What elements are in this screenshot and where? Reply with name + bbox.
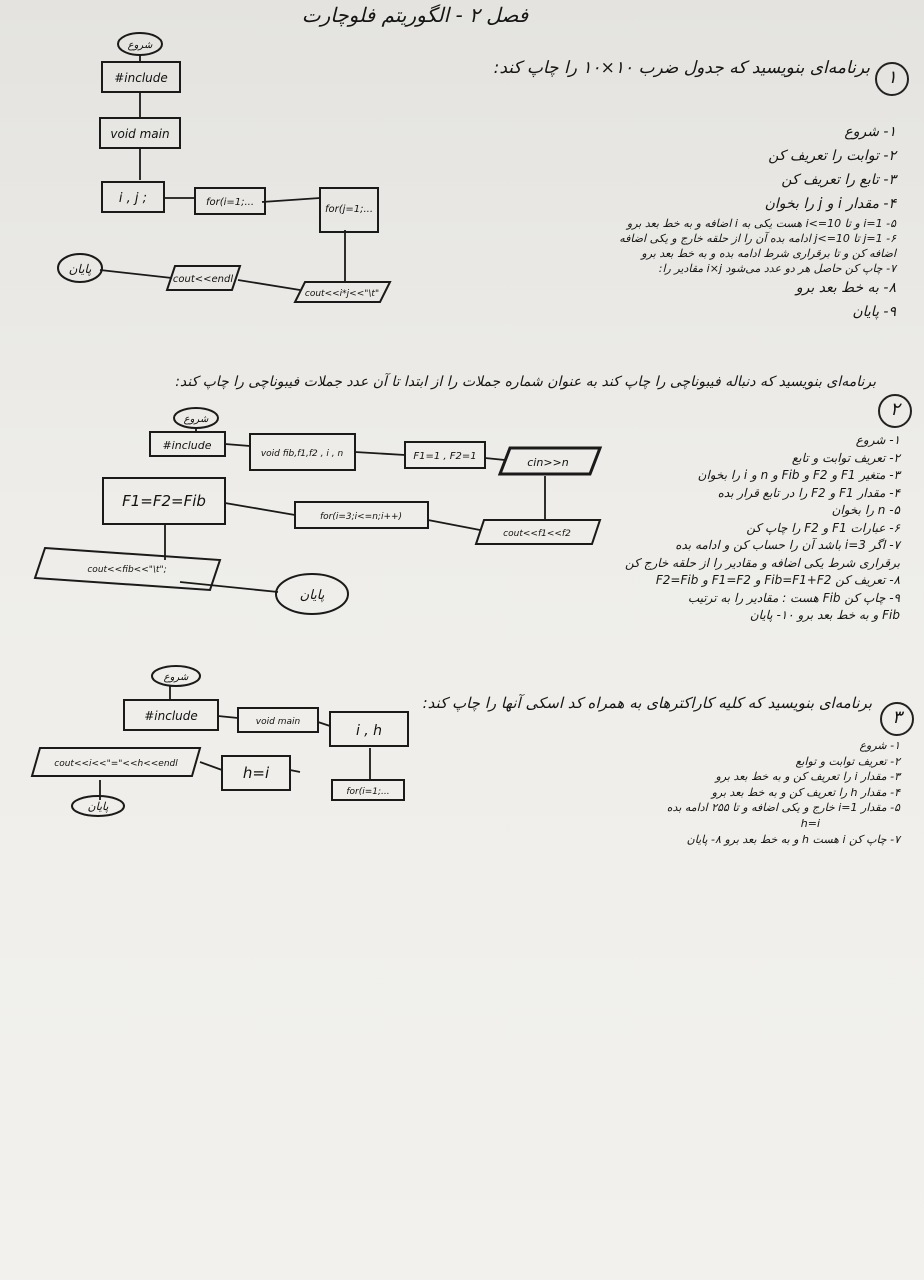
fc1-void-main-box bbox=[99, 117, 181, 149]
q2-step: ۷- اگر i=3 باشد آن را حساب کن و ادامه بد… bbox=[675, 538, 900, 552]
fc2-input-parallelogram bbox=[497, 446, 603, 476]
q1-step: ۹- پایان bbox=[852, 304, 896, 320]
fc2-connector bbox=[164, 428, 546, 593]
q3-step: ۳- مقدار i را تعریف کن و به خط بعد برو bbox=[715, 770, 900, 784]
fc3-print-parallelogram bbox=[30, 747, 202, 777]
q2-step: ۱- شروع bbox=[855, 433, 900, 447]
q2-step: ۶- عبارات F1 و F2 را چاپ کن bbox=[746, 520, 900, 535]
fc3-connector bbox=[99, 685, 371, 800]
fc3-start-terminal bbox=[151, 665, 201, 687]
fc1-newline-parallelogram bbox=[165, 265, 242, 291]
q1-step: ۱- شروع bbox=[844, 124, 896, 140]
q2-step: ۹- چاپ کن Fib هست : مقادیر را به ترتیب bbox=[687, 590, 900, 605]
fc2-declare-label: void fib,f1,f2 , i , n bbox=[261, 449, 344, 459]
fc3-end-label: پایان bbox=[88, 800, 109, 813]
fc1-loop-j-box bbox=[319, 187, 379, 233]
fc1-start-label: شروع bbox=[128, 40, 153, 51]
q1-step: ۷- چاپ کن حاصل هر دو عدد می‌شود i×j مقاد… bbox=[658, 262, 896, 275]
fc3-include-label: #include bbox=[144, 709, 198, 723]
question-3-number: ۳ bbox=[880, 702, 914, 736]
q2-step: Fib و به خط بعد برو ۱۰- پایان bbox=[749, 608, 900, 622]
fc3-assign-label: h=i bbox=[243, 764, 270, 782]
fc1-declare-label: i , j ; bbox=[119, 191, 147, 206]
fc2-loop-label: for(i=3;i<=n;i++) bbox=[320, 512, 402, 522]
q1-step: ۸- به خط بعد برو bbox=[795, 280, 896, 296]
question-3-heading: برنامه‌ای بنویسید که کلیه کاراکترهای به … bbox=[422, 694, 872, 712]
fc1-start-terminal bbox=[117, 32, 163, 56]
fc2-include-box bbox=[149, 431, 226, 457]
q1-step: ۵- i=1 و تا i<=10 هست یکی به i اضافه و ب… bbox=[626, 217, 896, 230]
q3-step: ۷- چاپ کن i هست h و به خط بعد برو ۸- پای… bbox=[686, 832, 900, 846]
fc3-loop-label: for(i=1;... bbox=[346, 787, 389, 797]
fc1-loop-i-label: for(i=1;... bbox=[206, 197, 254, 208]
q1-step: اضافه کن و تا برقراری شرط ادامه بده و به… bbox=[641, 247, 896, 260]
fc1-void-main-label: void main bbox=[110, 127, 169, 141]
q2-step: ۳- متغیر F1 و F2 و Fib و n و i را بخوان bbox=[697, 468, 900, 482]
q2-step: ۸- تعریف کن Fib=F1+F2 و F1=F2 و F2=Fib bbox=[655, 573, 900, 587]
q2-step: ۴- مقدار F1 و F2 را در تابع قرار بده bbox=[717, 485, 900, 500]
fc2-end-label: پایان bbox=[300, 588, 325, 603]
fc1-newline-label: cout<<endl bbox=[173, 274, 233, 285]
q1-step: ۲- توابت را تعریف کن bbox=[768, 148, 896, 164]
fc2-print-first-parallelogram bbox=[474, 519, 602, 545]
fc3-declare-box bbox=[329, 711, 409, 747]
fc2-loop-box bbox=[294, 501, 429, 529]
fc2-print-fib-label: cout<<fib<<"\t"; bbox=[87, 565, 166, 575]
page-title: فصل ۲ - الگوریتم فلوچارت bbox=[301, 3, 529, 27]
fc1-declare-box bbox=[101, 181, 165, 213]
q1-step: ۶- j=1 تا j<=10 ادامه بده آن را از حلقه … bbox=[619, 232, 896, 245]
fc3-include-box bbox=[123, 699, 219, 731]
fc3-end-terminal bbox=[71, 795, 125, 817]
q3-step: ۲- تعریف توابت و توابع bbox=[795, 754, 900, 768]
fc3-assign-box bbox=[221, 755, 291, 791]
q3-step: ۱- شروع bbox=[859, 739, 900, 752]
fc1-include-box bbox=[101, 61, 181, 93]
question-1-number: ۱ bbox=[875, 62, 909, 96]
fc1-loop-i-box bbox=[194, 187, 266, 215]
fc2-calc-box bbox=[102, 477, 226, 525]
fc2-start-label: شروع bbox=[184, 414, 209, 425]
q3-step: ۵- مقدار i=1 خارج و یکی اضافه و تا ۲۵۵ ا… bbox=[666, 801, 900, 815]
fc2-input-label: cin>>n bbox=[527, 456, 569, 469]
fc1-print-label: cout<<i*j<<"\t" bbox=[305, 289, 379, 299]
fc2-start-terminal bbox=[173, 407, 219, 429]
fc2-calc-label: F1=F2=Fib bbox=[122, 492, 206, 510]
fc2-end-terminal bbox=[275, 573, 349, 615]
q2-step: برقراری شرط یکی اضافه و مقادیر را از حلق… bbox=[625, 555, 900, 570]
fc2-print-fib-parallelogram bbox=[33, 546, 222, 592]
fc2-declare-box bbox=[249, 433, 356, 471]
fc3-loop-box bbox=[331, 779, 405, 801]
fc3-void-main-box bbox=[237, 707, 319, 733]
fc1-end-label: پایان bbox=[69, 262, 92, 276]
q2-step: ۵- n را بخوان bbox=[831, 503, 900, 517]
fc1-include-label: #include bbox=[114, 71, 168, 85]
fc3-start-label: شروع bbox=[164, 672, 189, 683]
question-3-steps: ۱- شروع ۲- تعریف توابت و توابع ۳- مقدار … bbox=[480, 738, 900, 847]
fc2-print-first-label: cout<<f1<<f2 bbox=[503, 529, 571, 539]
question-1-steps: ۱- شروع ۲- توابت را تعریف کن ۳- تابع را … bbox=[556, 120, 896, 324]
fc2-init-label: F1=1 , F2=1 bbox=[413, 451, 476, 462]
fc3-void-main-label: void main bbox=[256, 717, 301, 727]
fc3-print-label: cout<<i<<"="<<h<<endl bbox=[54, 759, 178, 769]
fc2-init-box bbox=[404, 441, 486, 469]
fc1-print-parallelogram bbox=[293, 281, 392, 303]
question-2-steps: ۱- شروع ۲- تعریف توابت و تابع ۳- متغیر F… bbox=[580, 432, 900, 625]
q2-step: ۲- تعریف توابت و تابع bbox=[791, 450, 900, 465]
fc1-connector bbox=[99, 55, 346, 291]
q3-step: ۴- مقدار h را تعریف کن و به خط بعد برو bbox=[711, 785, 900, 799]
question-1-heading: برنامه‌ای بنویسید که جدول ضرب ۱۰×۱۰ را چ… bbox=[493, 58, 870, 78]
question-2-number: ۲ bbox=[878, 394, 912, 428]
fc1-end-terminal bbox=[57, 253, 103, 283]
q1-step: ۳- تابع را تعریف کن bbox=[781, 172, 896, 188]
fc2-include-label: #include bbox=[162, 439, 211, 452]
q1-step: ۴- مقدار i و j را بخوان bbox=[764, 196, 896, 212]
q3-step: h=i bbox=[800, 816, 820, 830]
question-2-heading: برنامه‌ای بنویسید که دنباله فیبوناچی را … bbox=[175, 374, 876, 390]
fc3-declare-label: i , h bbox=[356, 723, 382, 739]
fc1-loop-j-label: for(j=1;... bbox=[325, 204, 373, 215]
